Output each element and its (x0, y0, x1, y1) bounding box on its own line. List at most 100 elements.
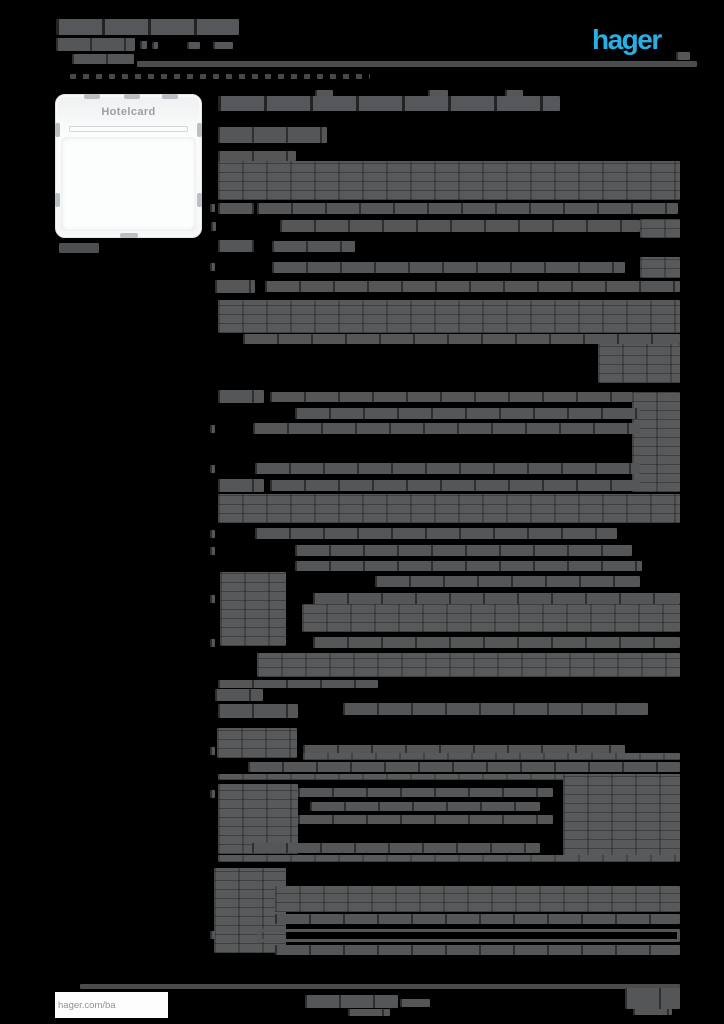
frame-notch (84, 94, 100, 99)
redacted-text-bar (298, 788, 553, 797)
redacted-text-slab (640, 257, 680, 278)
redacted-text-outline (257, 929, 680, 942)
redacted-text-bar (400, 999, 430, 1007)
redacted-text-bar (255, 463, 640, 474)
redacted-text-slab (303, 753, 680, 760)
redacted-text-bar (210, 530, 215, 538)
redacted-text-bar (310, 802, 540, 811)
redacted-text-bar (210, 204, 215, 212)
product-image-hotelcard-text: Hotelcard (101, 106, 156, 118)
redacted-text-bar (215, 689, 263, 701)
redacted-text-bar (313, 637, 680, 648)
redacted-text-bar (676, 52, 690, 60)
frame-notch (120, 233, 138, 238)
redacted-text-slab (598, 344, 680, 383)
redacted-text-bar (257, 203, 678, 214)
frame-notch (55, 193, 60, 207)
redacted-text-bar (313, 593, 680, 604)
redacted-text-bar (303, 745, 625, 755)
redacted-text-slab (563, 774, 680, 858)
card-face (61, 137, 196, 231)
redacted-text-bar (305, 995, 398, 1008)
redacted-text-bar (210, 639, 215, 647)
redacted-text-bar (275, 914, 680, 924)
redacted-text-bar (295, 408, 640, 419)
frame-notch (55, 123, 60, 137)
frame-notch (197, 123, 202, 137)
redacted-text-slab (214, 868, 286, 953)
redacted-text-bar (210, 790, 215, 798)
redacted-text-slab (218, 855, 680, 862)
redacted-text-slab (218, 494, 680, 523)
frame-notch (162, 94, 178, 99)
redacted-text-bar (215, 280, 255, 293)
redacted-text-bar (218, 240, 254, 252)
redacted-text-slab (640, 219, 680, 238)
footer-url-box: hager.com/ba (55, 992, 168, 1018)
redacted-text-bar (211, 222, 216, 231)
redacted-text-slab (218, 784, 298, 854)
redacted-text-bar (218, 390, 264, 403)
frame-notch (124, 94, 140, 99)
redacted-text-dark (59, 243, 99, 253)
redacted-text-bar (218, 203, 254, 214)
frame-notch (197, 193, 202, 207)
redacted-text-bar (272, 262, 625, 273)
redacted-text-slab (257, 653, 680, 677)
redacted-text-bar (210, 425, 215, 433)
redacted-text-slab (218, 161, 680, 200)
redacted-text-bar (252, 843, 540, 853)
redacted-text-bar (210, 465, 215, 473)
redacted-text-bar (633, 1009, 672, 1015)
product-image-hotelcard-switch: Hotelcard (55, 94, 202, 238)
redacted-text-slab (275, 886, 680, 912)
redacted-text-bar (210, 931, 215, 939)
redacted-text-bar (56, 38, 135, 51)
redacted-text-slab (302, 604, 680, 632)
redacted-text-bar (298, 815, 553, 824)
redacted-text-bar (625, 988, 680, 1009)
redacted-text-bar (265, 281, 680, 292)
redacted-text-bar (295, 545, 632, 556)
redacted-text-bar (210, 263, 215, 271)
redacted-text-bar (210, 595, 215, 603)
redacted-text-bar (210, 547, 215, 555)
redacted-text-bar (275, 945, 680, 955)
redacted-text-slab (218, 300, 680, 333)
redacted-text-rule (137, 61, 697, 67)
redacted-text-bar (253, 423, 640, 434)
redacted-text-bar (280, 220, 640, 232)
redacted-text-slab (220, 572, 286, 646)
redacted-text-bar (218, 127, 327, 143)
redacted-text-bar (72, 54, 134, 64)
redacted-text-title (56, 19, 239, 35)
redacted-text-bar (295, 561, 642, 571)
redacted-text-bar (218, 151, 296, 161)
redacted-text-bar (243, 334, 680, 344)
footer-url-text: hager.com/ba (58, 999, 116, 1011)
redacted-text-bar (152, 42, 158, 49)
redacted-text-bar (315, 90, 333, 97)
redacted-text-bar (272, 241, 355, 252)
redacted-text-bar (348, 1009, 390, 1016)
redacted-text-bar (428, 90, 448, 97)
redacted-text-bar (375, 576, 640, 587)
redacted-text-bar (248, 762, 680, 772)
redacted-text-bar (210, 747, 215, 755)
redacted-text-slab (217, 728, 297, 758)
redacted-text-bar (343, 703, 648, 715)
redacted-text-bar (213, 42, 233, 49)
card-slot (69, 126, 188, 132)
redacted-text-bar (270, 480, 640, 491)
redacted-text-bar (218, 680, 378, 688)
redacted-text-rule (80, 984, 680, 989)
redacted-text-bar (505, 90, 523, 97)
redacted-text-bar (187, 42, 200, 49)
redacted-text-title (218, 96, 560, 111)
hager-logo: hager (592, 24, 662, 55)
redacted-text-bar (218, 479, 264, 492)
redacted-text-bar (255, 528, 617, 539)
redacted-text-slab (218, 774, 680, 780)
redacted-text-bar (270, 392, 640, 402)
